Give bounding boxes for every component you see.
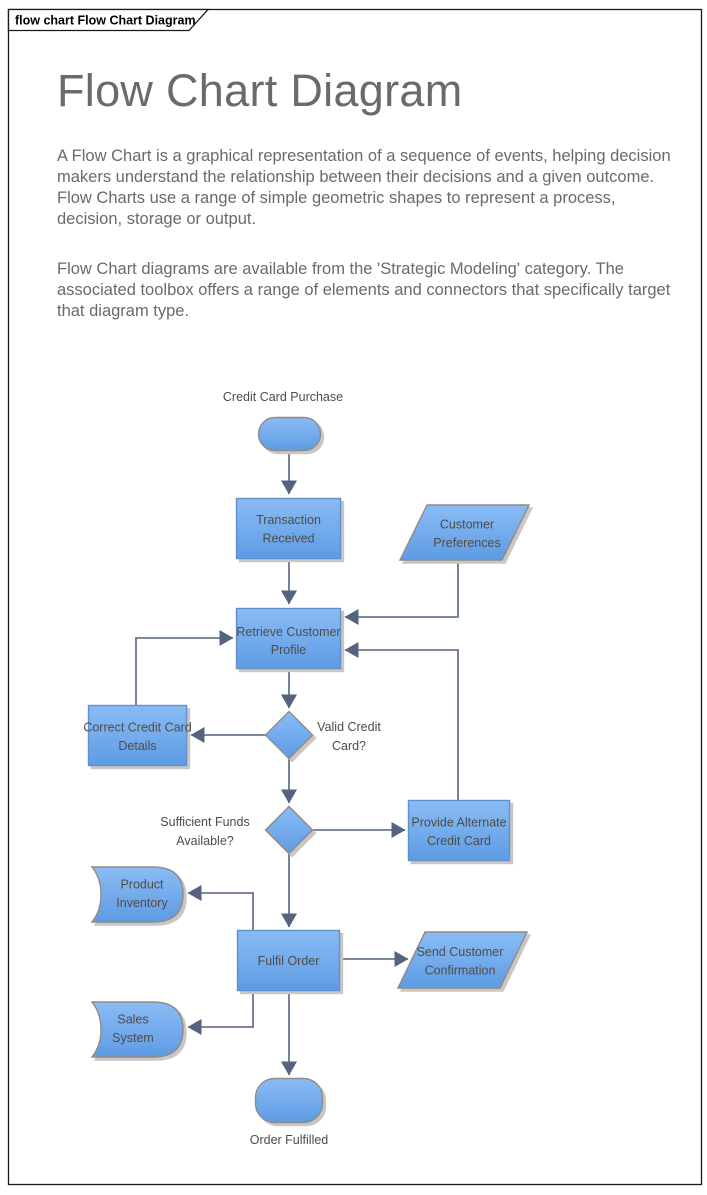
correct-details-label-1: Correct Credit Card	[83, 721, 191, 735]
node-correct-credit-card-details[interactable]	[87, 704, 188, 767]
connector-correct-to-retrieve	[135, 630, 234, 705]
decision-sufficient-funds[interactable]	[264, 805, 314, 855]
product-inventory-label-2: Inventory	[116, 896, 168, 910]
connector-fulfil-to-sales	[187, 990, 254, 1035]
intro-paragraph: A Flow Chart is a graphical representati…	[57, 147, 671, 228]
start-node-label: Credit Card Purchase	[223, 390, 343, 404]
node-fulfil-order[interactable]	[236, 929, 341, 992]
valid-credit-card-label-2: Card?	[332, 739, 366, 753]
diagram-frame-tab	[7, 8, 210, 32]
node-retrieve-customer-profile[interactable]	[235, 607, 342, 670]
sales-system-label-1: Sales	[117, 1013, 148, 1027]
toolbox-paragraph: Flow Chart diagrams are available from t…	[57, 260, 671, 320]
page-title: Flow Chart Diagram	[57, 65, 463, 116]
node-send-customer-confirmation[interactable]	[396, 931, 529, 989]
retrieve-profile-label-1: Retrieve Customer	[236, 625, 340, 639]
connector-preferences-to-retrieve	[344, 560, 459, 625]
decision-valid-credit-card[interactable]	[264, 710, 314, 760]
diagram-tab-label: flow chart Flow Chart Diagram	[15, 14, 196, 28]
sufficient-funds-label-1: Sufficient Funds	[160, 815, 249, 829]
node-product-inventory[interactable]	[90, 866, 184, 923]
node-transaction-received[interactable]	[235, 497, 342, 560]
valid-credit-card-label-1: Valid Credit	[317, 720, 381, 734]
connector-provide-to-retrieve	[344, 642, 459, 800]
connector-fulfil-to-inventory	[187, 885, 254, 930]
node-sales-system[interactable]	[90, 1001, 184, 1058]
provide-alternate-label-1: Provide Alternate	[411, 816, 506, 830]
product-inventory-label-1: Product	[120, 878, 164, 892]
send-confirmation-label-2: Confirmation	[425, 964, 496, 978]
page-border	[7, 8, 703, 1186]
correct-details-label-2: Details	[118, 739, 156, 753]
fulfil-order-label: Fulfil Order	[258, 954, 320, 968]
node-customer-preferences[interactable]	[398, 504, 531, 561]
sufficient-funds-label-2: Available?	[176, 834, 234, 848]
transaction-received-label-2: Received	[262, 532, 314, 546]
end-node[interactable]	[254, 1077, 324, 1124]
customer-preferences-label-2: Preferences	[433, 536, 500, 550]
transaction-received-label-1: Transaction	[256, 513, 321, 527]
customer-preferences-label-1: Customer	[440, 518, 494, 532]
node-provide-alternate-credit-card[interactable]	[407, 799, 511, 862]
start-node[interactable]	[257, 416, 322, 452]
provide-alternate-label-2: Credit Card	[427, 834, 491, 848]
end-node-label: Order Fulfilled	[250, 1133, 329, 1147]
send-confirmation-label-1: Send Customer	[417, 945, 504, 959]
sales-system-label-2: System	[112, 1031, 154, 1045]
retrieve-profile-label-2: Profile	[271, 643, 306, 657]
